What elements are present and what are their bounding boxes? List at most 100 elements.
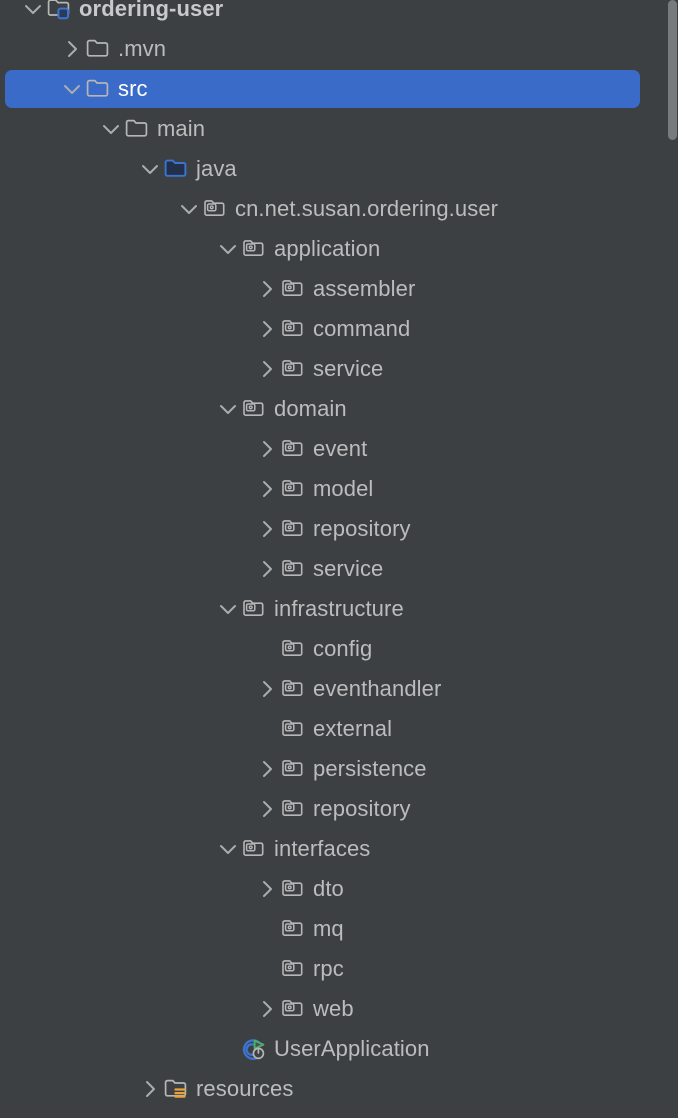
package-icon (280, 556, 306, 582)
folder-icon (85, 76, 111, 102)
chevron-down-icon[interactable] (59, 76, 85, 102)
tree-row-resources[interactable]: resources (0, 1069, 678, 1109)
tree-row-command[interactable]: command (0, 309, 678, 349)
chevron-right-icon[interactable] (254, 356, 280, 382)
tree-row-event[interactable]: event (0, 429, 678, 469)
tree-row-label: infrastructure (274, 596, 404, 621)
tree-row-service[interactable]: service (0, 349, 678, 389)
package-icon (280, 316, 306, 342)
folder-icon (85, 36, 111, 62)
chevron-right-icon[interactable] (254, 276, 280, 302)
tree-row-label: config (313, 636, 373, 661)
tree-row-main[interactable]: main (0, 109, 678, 149)
tree-row-label: dto (313, 876, 344, 901)
tree-row-label: resources (196, 1076, 294, 1101)
tree-row-rpc[interactable]: rpc (0, 949, 678, 989)
vertical-scrollbar-track[interactable] (668, 0, 678, 1118)
tree-row-userapplication[interactable]: UserApplication (0, 1029, 678, 1069)
tree-row-label: service (313, 356, 384, 381)
chevron-right-icon[interactable] (254, 996, 280, 1022)
chevron-right-icon[interactable] (254, 476, 280, 502)
tree-row-infrastructure[interactable]: infrastructure (0, 589, 678, 629)
tree-row--mvn[interactable]: .mvn (0, 29, 678, 69)
tree-row-web[interactable]: web (0, 989, 678, 1029)
tree-row-repository[interactable]: repository (0, 789, 678, 829)
chevron-down-icon[interactable] (215, 396, 241, 422)
chevron-right-icon[interactable] (254, 676, 280, 702)
no-twisty-spacer (254, 916, 280, 942)
package-icon (202, 196, 228, 222)
no-twisty-spacer (254, 956, 280, 982)
tree-row-label: external (313, 716, 393, 741)
tree-row-assembler[interactable]: assembler (0, 269, 678, 309)
folder-icon (124, 116, 150, 142)
package-icon (280, 516, 306, 542)
tree-row-label: cn.net.susan.ordering.user (235, 196, 499, 221)
tree-row-label: .mvn (118, 36, 167, 61)
tree-row-service[interactable]: service (0, 549, 678, 589)
tree-row-eventhandler[interactable]: eventhandler (0, 669, 678, 709)
chevron-right-icon[interactable] (137, 1076, 163, 1102)
tree-row-java[interactable]: java (0, 149, 678, 189)
chevron-down-icon[interactable] (20, 0, 46, 22)
chevron-right-icon[interactable] (254, 796, 280, 822)
chevron-down-icon[interactable] (215, 836, 241, 862)
package-icon (280, 796, 306, 822)
tree-row-label: main (157, 116, 206, 141)
tree-row-label: ordering-user (79, 0, 224, 21)
package-icon (280, 636, 306, 662)
tree-row-interfaces[interactable]: interfaces (0, 829, 678, 869)
tree-row-application[interactable]: application (0, 229, 678, 269)
package-icon (241, 836, 267, 862)
tree-row-label: repository (313, 516, 411, 541)
no-twisty-spacer (254, 636, 280, 662)
tree-row-config[interactable]: config (0, 629, 678, 669)
tree-row-label: rpc (313, 956, 344, 981)
tree-row-repository[interactable]: repository (0, 509, 678, 549)
tree-row-ordering-user[interactable]: ordering-user (0, 0, 678, 29)
package-icon (280, 996, 306, 1022)
chevron-right-icon[interactable] (254, 316, 280, 342)
chevron-down-icon[interactable] (137, 156, 163, 182)
chevron-right-icon[interactable] (254, 516, 280, 542)
chevron-right-icon[interactable] (254, 876, 280, 902)
package-icon (280, 436, 306, 462)
no-twisty-spacer (254, 716, 280, 742)
package-icon (280, 716, 306, 742)
spring-boot-class-icon (241, 1036, 267, 1062)
chevron-right-icon[interactable] (254, 756, 280, 782)
package-icon (241, 596, 267, 622)
tree-row-src[interactable]: src (0, 69, 678, 109)
tree-row-label: service (313, 556, 384, 581)
sources-root-folder-icon (163, 156, 189, 182)
chevron-down-icon[interactable] (215, 596, 241, 622)
tree-row-cn-net-susan-ordering-user[interactable]: cn.net.susan.ordering.user (0, 189, 678, 229)
tree-row-persistence[interactable]: persistence (0, 749, 678, 789)
tree-row-label: application (274, 236, 381, 261)
tree-row-domain[interactable]: domain (0, 389, 678, 429)
row-selection-highlight (5, 70, 640, 108)
tree-row-dto[interactable]: dto (0, 869, 678, 909)
tree-row-mq[interactable]: mq (0, 909, 678, 949)
resources-root-folder-icon (163, 1076, 189, 1102)
package-icon (280, 756, 306, 782)
tree-row-label: mq (313, 916, 344, 941)
vertical-scrollbar-thumb[interactable] (668, 0, 677, 140)
tree-row-model[interactable]: model (0, 469, 678, 509)
chevron-right-icon[interactable] (59, 36, 85, 62)
chevron-down-icon[interactable] (215, 236, 241, 262)
tree-row-label: persistence (313, 756, 427, 781)
chevron-down-icon[interactable] (176, 196, 202, 222)
chevron-right-icon[interactable] (254, 436, 280, 462)
chevron-right-icon[interactable] (254, 556, 280, 582)
tree-row-label: model (313, 476, 374, 501)
no-twisty-spacer (215, 1036, 241, 1062)
chevron-down-icon[interactable] (98, 116, 124, 142)
tree-row-label: repository (313, 796, 411, 821)
package-icon (280, 356, 306, 382)
tree-row-label: UserApplication (274, 1036, 430, 1061)
package-icon (241, 236, 267, 262)
package-icon (241, 396, 267, 422)
tree-row-external[interactable]: external (0, 709, 678, 749)
